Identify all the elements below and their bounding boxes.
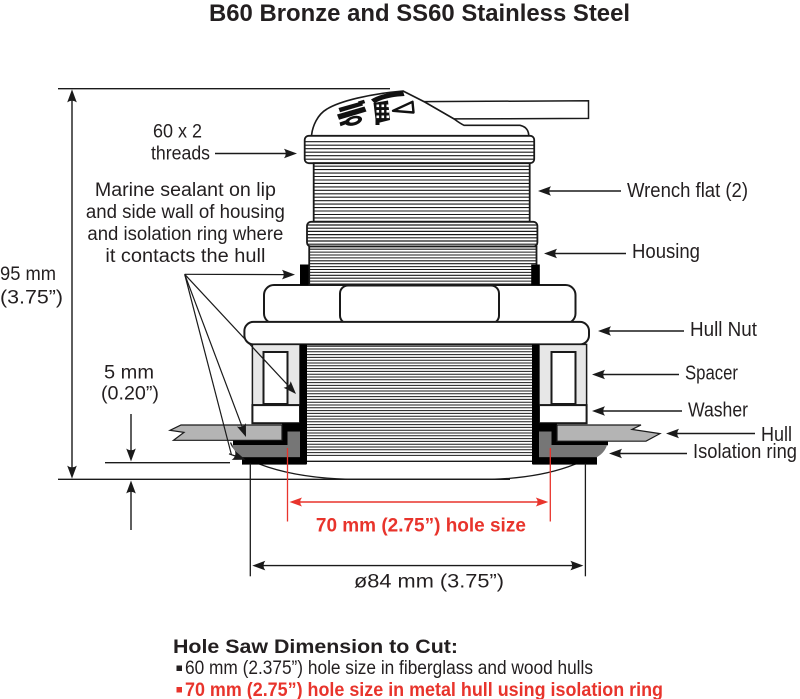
svg-text:Hull Nut: Hull Nut [690, 319, 757, 341]
svg-text:Housing: Housing [632, 241, 700, 263]
svg-text:ø84 mm (3.75”): ø84 mm (3.75”) [354, 571, 504, 593]
svg-text:B60 Bronze and SS60 Stainless: B60 Bronze and SS60 Stainless Steel [209, 0, 630, 27]
svg-text:threads: threads [151, 144, 210, 165]
svg-text:and side wall of housing: and side wall of housing [86, 202, 285, 223]
svg-text:Marine sealant on lip: Marine sealant on lip [95, 180, 276, 201]
svg-text:and isolation ring where: and isolation ring where [87, 224, 283, 245]
svg-text:Wrench flat (2): Wrench flat (2) [627, 180, 748, 202]
svg-text:Hull: Hull [761, 424, 792, 446]
svg-text:Spacer: Spacer [685, 363, 738, 385]
svg-text:(0.20”): (0.20”) [101, 384, 159, 405]
svg-text:60 mm (2.375”) hole size in fi: 60 mm (2.375”) hole size in fiberglass a… [185, 658, 593, 679]
svg-text:Washer: Washer [688, 400, 748, 422]
svg-text:Isolation ring: Isolation ring [693, 441, 797, 463]
svg-text:70 mm (2.75”) hole size: 70 mm (2.75”) hole size [316, 515, 526, 537]
svg-text:it contacts the hull: it contacts the hull [105, 246, 265, 267]
svg-text:60 x 2: 60 x 2 [153, 122, 202, 143]
svg-text:Hole Saw Dimension to Cut:: Hole Saw Dimension to Cut: [173, 636, 458, 658]
svg-text:5 mm: 5 mm [104, 363, 154, 384]
svg-text:70 mm (2.75”) hole size in met: 70 mm (2.75”) hole size in metal hull us… [185, 680, 663, 699]
svg-text:95 mm: 95 mm [0, 264, 56, 285]
svg-text:(3.75”): (3.75”) [0, 288, 63, 309]
